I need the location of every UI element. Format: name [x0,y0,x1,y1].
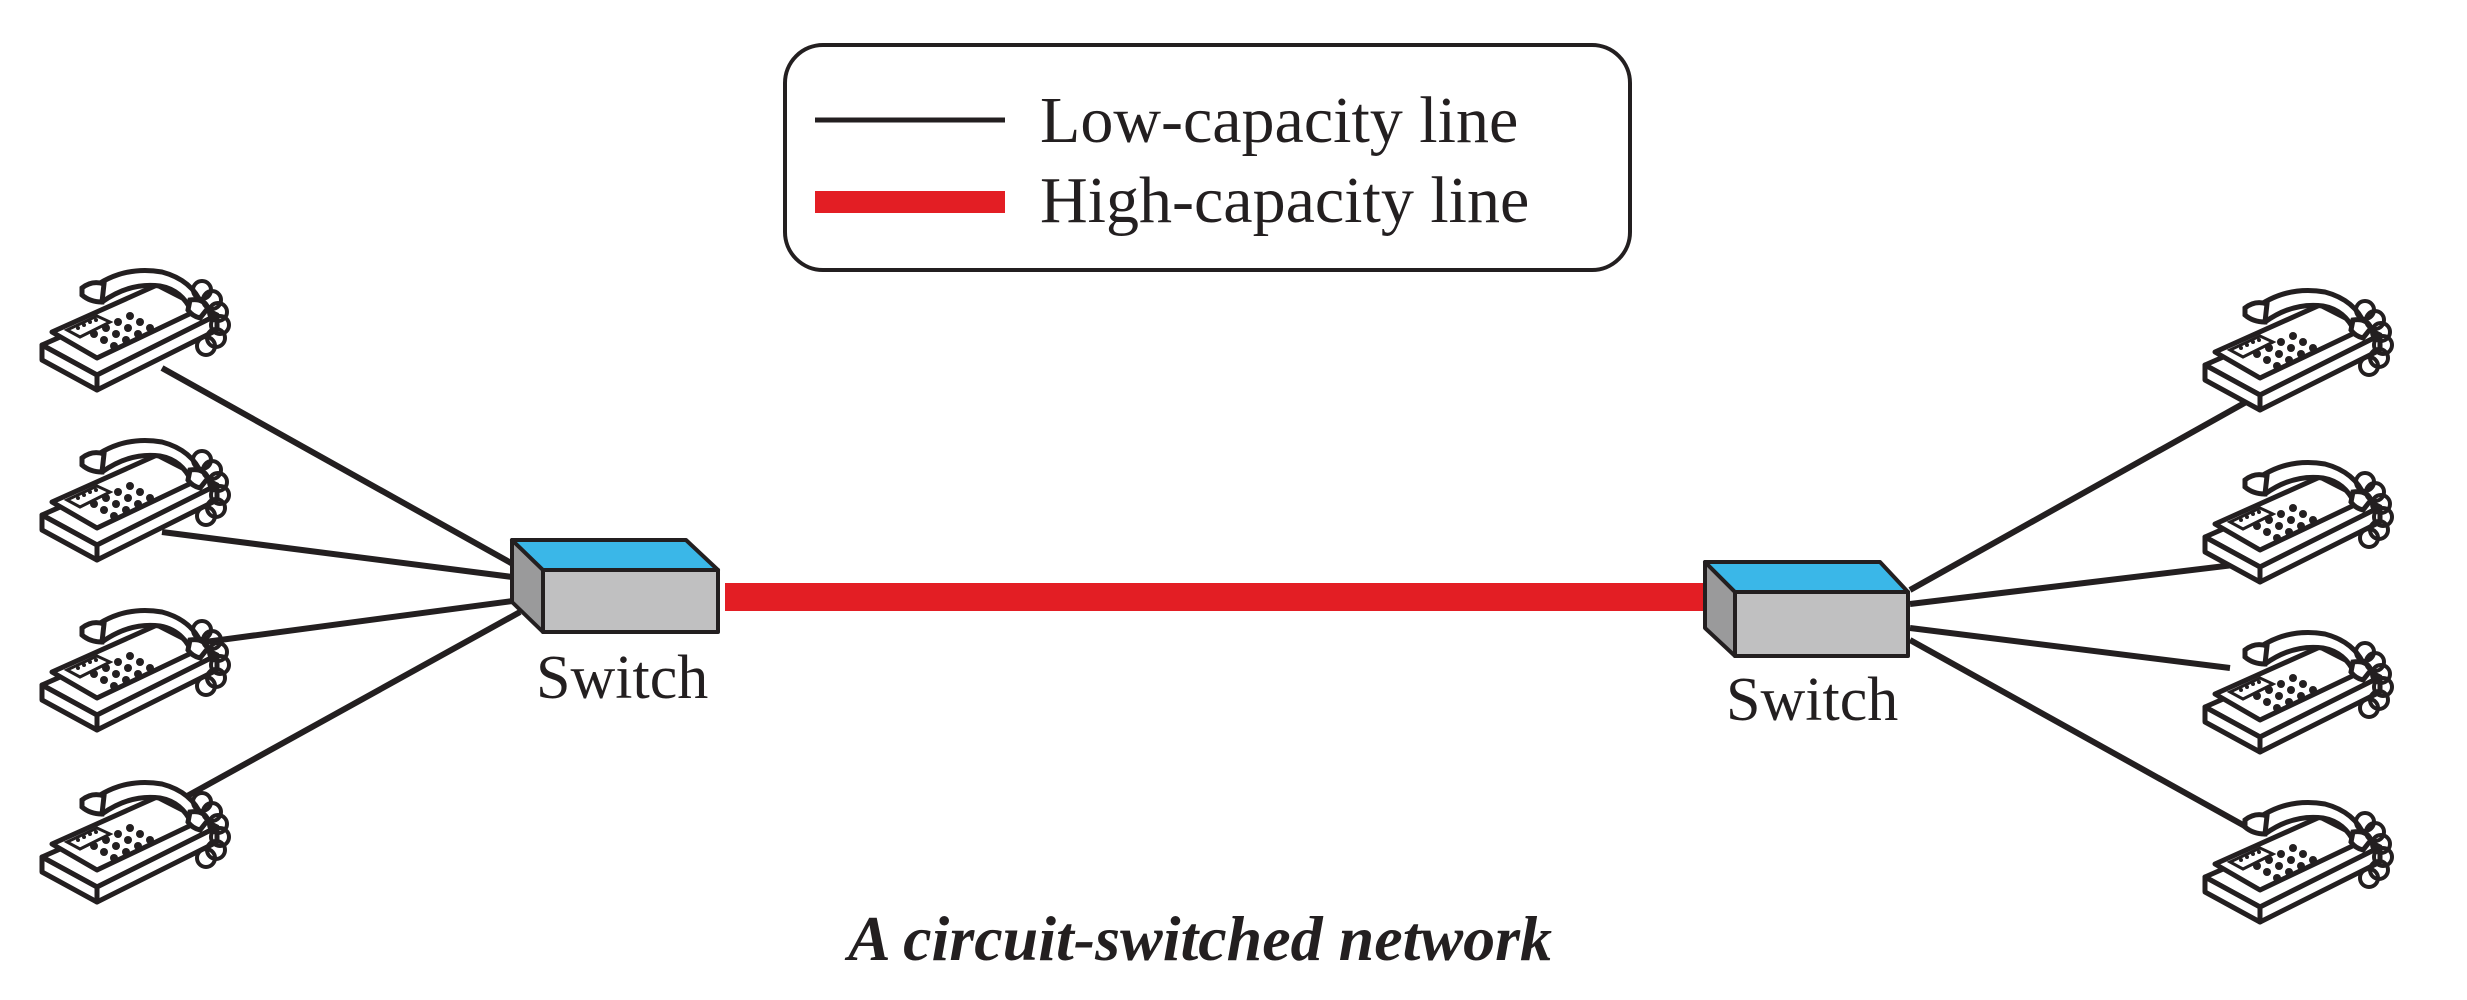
legend-high-capacity-label: High-capacity line [1040,164,1529,237]
switch-right: Switch [1703,560,1910,734]
telephone-icon [42,610,229,730]
left-phones [42,270,229,902]
low-capacity-line-left-4 [178,609,522,803]
switch-right-label: Switch [1726,666,1898,734]
legend: Low-capacity line High-capacity line [783,43,1632,272]
low-capacity-line-right-1 [1908,379,2284,593]
switch-icon [1703,560,1910,658]
switch-icon [510,538,720,634]
low-capacity-line-left-1 [160,365,522,571]
telephone-icon [2205,632,2392,752]
low-capacity-line-right-4 [1908,637,2254,833]
switch-left-label: Switch [536,644,708,712]
right-phones [2205,290,2392,922]
telephone-icon [2205,462,2392,582]
telephone-icon [2205,290,2392,410]
diagram-caption: A circuit-switched network [844,903,1552,974]
legend-low-capacity-label: Low-capacity line [1040,84,1518,157]
legend-frame [783,43,1632,272]
telephone-icon [42,440,229,560]
left-low-capacity-lines [160,365,522,803]
low-capacity-line-left-3 [204,597,521,645]
right-low-capacity-lines [1908,379,2284,833]
low-capacity-line-right-2 [1909,557,2276,607]
low-capacity-line-left-2 [161,529,521,581]
switch-left: Switch [510,538,720,712]
telephone-icon [42,270,229,390]
telephone-icon [42,782,229,902]
low-capacity-line-right-3 [1909,625,2231,671]
